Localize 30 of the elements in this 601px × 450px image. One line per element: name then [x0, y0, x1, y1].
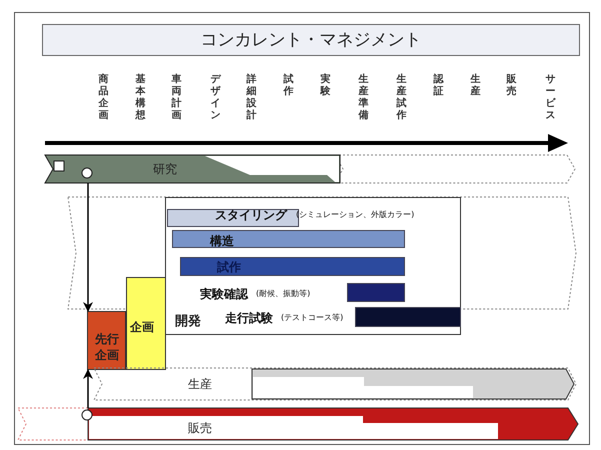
lane-label: 生産 — [188, 376, 212, 393]
phase-label: デザイン — [210, 74, 221, 122]
phase-label: 基本構想 — [135, 74, 146, 122]
task-label: スタイリング — [215, 207, 287, 224]
phase-label: 販売 — [506, 74, 517, 98]
note-text: (シミュレーション、外版カラー) — [296, 209, 414, 220]
lane-label: 販売 — [188, 420, 212, 437]
note-text: (テストコース等) — [281, 312, 344, 323]
phase-label: 車両計画 — [171, 74, 182, 122]
block-label: 企画 — [130, 319, 154, 336]
task-label: 走行試験 — [225, 310, 273, 327]
phase-label: サービス — [545, 74, 556, 122]
arrow — [83, 183, 93, 312]
phase-label: 試作 — [283, 74, 294, 98]
title-banner: コンカレント・マネジメント — [42, 24, 580, 56]
note-text: (耐候、振動等) — [256, 288, 310, 299]
lane-label: 開発 — [175, 313, 201, 330]
phase-label: 商品企画 — [98, 74, 109, 122]
task-label: 試作 — [217, 259, 241, 276]
phase-label: 詳細設計 — [246, 74, 257, 122]
block-label: 先行企画 — [94, 331, 120, 363]
arrow — [83, 369, 93, 408]
phase-label: 認証 — [433, 74, 444, 98]
phase-label: 生産試作 — [396, 74, 407, 122]
lane-label: 研究 — [153, 161, 177, 178]
phase-label: 生産 — [470, 74, 481, 98]
phase-label: 生産準備 — [358, 74, 369, 122]
task-label: 実験確認 — [200, 286, 248, 303]
phase-label: 実験 — [320, 74, 331, 98]
task-label: 構造 — [210, 233, 234, 250]
